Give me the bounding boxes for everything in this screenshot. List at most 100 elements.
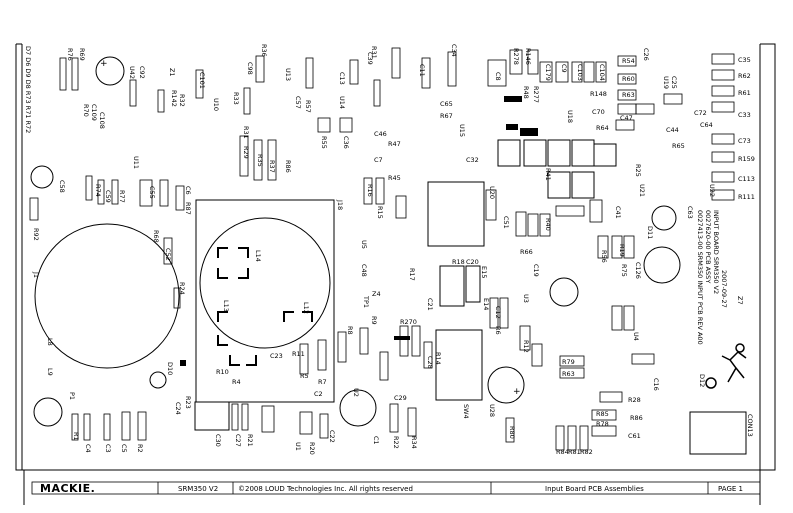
ref-r81: R81	[568, 448, 581, 456]
ref-r16: R16	[366, 184, 374, 197]
ref-r146: R146	[524, 48, 532, 65]
ref-c48: C48	[360, 264, 368, 277]
ref-r10: R10	[216, 368, 229, 376]
ref-r82: R82	[580, 448, 593, 456]
ref-r11: R11	[292, 350, 305, 358]
ref-r78: R78	[596, 420, 609, 428]
ref-u20: U20	[488, 186, 496, 199]
ref-u4: U4	[632, 332, 640, 341]
ref-c30: C30	[214, 434, 222, 447]
ref-u1: U1	[294, 442, 302, 451]
ref-l9: L9	[46, 368, 54, 376]
ref-r32: R32	[178, 94, 186, 107]
ref-r70: R70	[82, 104, 90, 117]
ref-d12: D12	[698, 374, 706, 387]
running-man-logo	[705, 343, 747, 389]
ref-r63b: R63	[562, 370, 575, 378]
inductor-shield	[195, 199, 335, 403]
ref-u2: U2	[352, 388, 360, 397]
ref-r25: R25	[634, 164, 642, 177]
ref-c179: C179	[544, 64, 552, 81]
ref-r66: R66	[520, 248, 533, 256]
ref-r17: R17	[408, 268, 416, 281]
ref-c73: C73	[738, 137, 751, 145]
ref-r4: R4	[232, 378, 241, 386]
ref-r68: R68	[152, 230, 160, 243]
ref-r86: R86	[284, 160, 292, 173]
ref-u21: U21	[638, 184, 646, 197]
ref-r62: R62	[738, 72, 751, 80]
ref-c61: C61	[628, 432, 641, 440]
title-block: MACKIE. SRM350 V2 ©2008 LOUD Technologie…	[31, 481, 761, 495]
board-outline	[15, 43, 776, 505]
ref-c64: C64	[700, 121, 713, 129]
board-line-3: INPUT BOARD SRM350 V2	[712, 210, 720, 294]
ref-r65: R65	[672, 142, 685, 150]
ref-d11: D11	[646, 226, 654, 239]
ic-u20-pad	[427, 181, 485, 247]
ref-c11: C11	[418, 64, 426, 77]
ref-r85: R85	[596, 410, 609, 418]
board-line-2: 0027620-00 PCB ASSY	[704, 210, 712, 283]
regulator-c30	[194, 401, 230, 431]
ref-c92: C92	[138, 66, 146, 79]
ref-c59: C59	[104, 190, 112, 203]
ref-c47: C47	[620, 114, 633, 122]
ref-r34: R34	[410, 436, 418, 449]
ref-r7: R7	[318, 378, 327, 386]
ref-u3: U3	[522, 294, 530, 303]
ref-r31b: R31	[242, 126, 250, 139]
ref-r54: R54	[622, 57, 635, 65]
ref-r31: R31	[370, 46, 378, 59]
ref-c55: C55	[148, 186, 156, 199]
ref-u11: U11	[132, 156, 140, 169]
ref-r63: R63	[622, 91, 635, 99]
ref-u19: U19	[662, 76, 670, 89]
ref-c41: C41	[614, 206, 622, 219]
ref-r19: R19	[618, 244, 626, 257]
ref-r55: R55	[320, 136, 328, 149]
ref-c9: C9	[560, 64, 568, 73]
page-label: PAGE 1	[718, 485, 743, 493]
filled-parts	[180, 96, 538, 366]
ref-r142: R142	[170, 90, 178, 107]
ref-c104: C104	[598, 64, 606, 81]
board-id-text: 0027413-00 SRM350 INPUT PCB REV A00 0027…	[696, 210, 728, 345]
ref-c70: C70	[592, 108, 605, 116]
ref-u15: U15	[458, 124, 466, 137]
ref-r9: R9	[370, 316, 378, 325]
ref-sw4: SW4	[462, 404, 470, 419]
ref-e15: E15	[480, 266, 488, 278]
ref-j18: J18	[336, 199, 344, 210]
ref-c46: C46	[374, 130, 387, 138]
ref-c16b: C16	[652, 378, 660, 391]
ref-c28: C28	[426, 356, 434, 369]
ref-r80: R80	[508, 426, 516, 439]
ref-c58: C58	[58, 180, 66, 193]
ref-z7: Z7	[736, 296, 744, 305]
ref-u42: U42	[128, 66, 136, 79]
ref-c52: C52	[164, 248, 172, 261]
ref-u10: U10	[212, 98, 220, 111]
ref-u22: U22	[708, 184, 716, 197]
ref-c5b: C5	[120, 444, 128, 453]
ref-u18: U18	[566, 110, 574, 123]
ref-c8: C8	[494, 72, 502, 81]
ref-r36: R36	[260, 44, 268, 57]
inductor-corners	[217, 247, 313, 366]
ref-u13: U13	[284, 68, 292, 81]
ref-r47: R47	[388, 140, 401, 148]
ref-r76: R76	[66, 48, 74, 61]
ref-c57: C57	[294, 96, 302, 109]
ref-r159: R159	[738, 155, 755, 163]
ref-u14: U14	[338, 96, 346, 109]
ref-d-group: D7 D6 D9 D8 R73 R71 R72	[24, 46, 32, 133]
ref-c12: C12	[494, 306, 502, 319]
transformer-sw4	[435, 329, 483, 401]
ref-l13: L13	[222, 300, 230, 312]
ref-c103: C103	[576, 64, 584, 81]
ref-l12: L12	[302, 302, 310, 314]
ref-c109: C109	[90, 104, 98, 121]
ref-r33: R33	[232, 92, 240, 105]
